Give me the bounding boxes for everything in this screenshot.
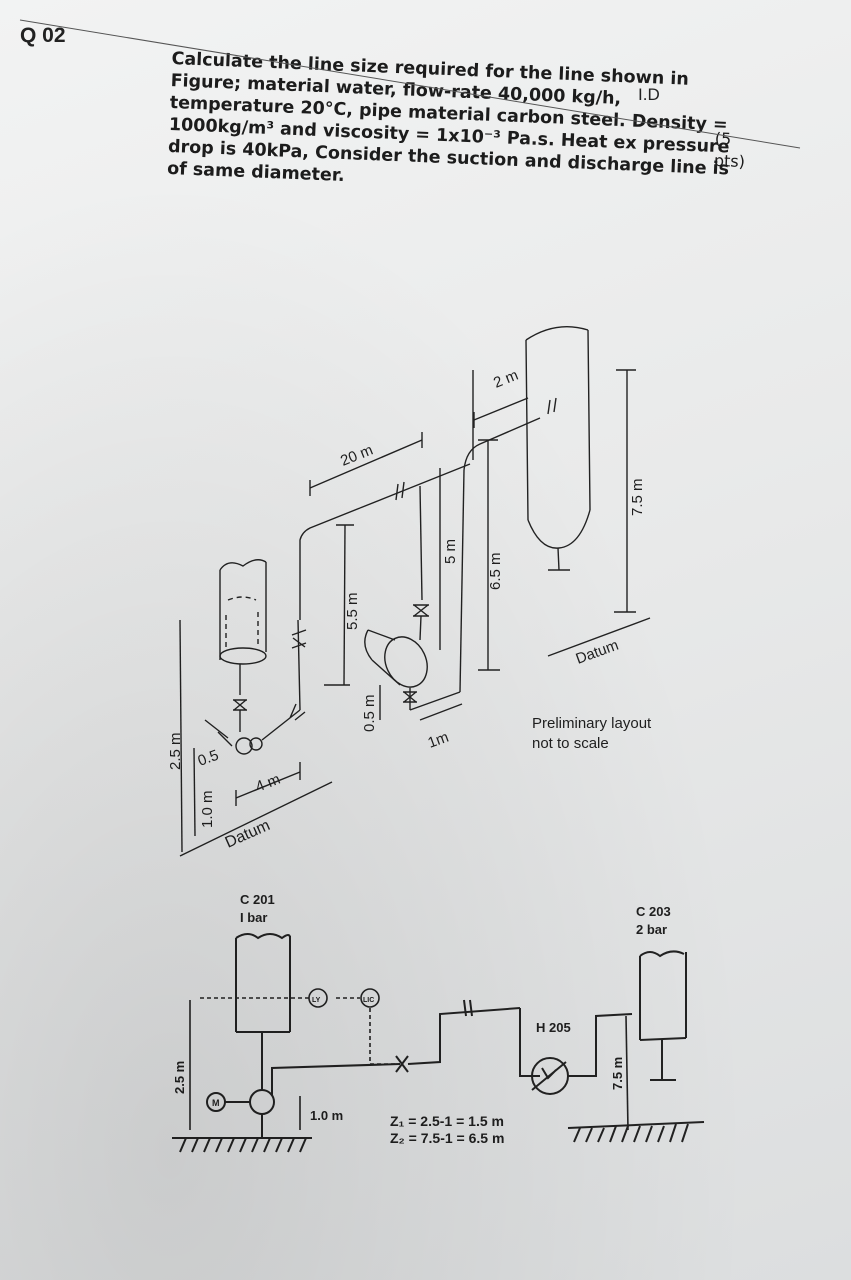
datum-left-label: Datum: [223, 817, 273, 852]
datum-right-label: Datum: [574, 637, 621, 668]
c201-pressure: I bar: [240, 910, 267, 925]
header-rule: [19, 19, 801, 149]
process-schematic: C 201 I bar C 203 2 bar H 205 2.5 m 7.5 …: [172, 892, 705, 1153]
lic-label: LIC: [363, 997, 374, 1004]
dim-1-0m: 1.0 m: [199, 790, 216, 828]
dim-4m: 4 m: [253, 771, 283, 796]
question-number: Q 02: [20, 24, 66, 47]
dim-2m: 2 m: [491, 367, 521, 392]
dim-0-5: 0.5: [196, 747, 221, 770]
layout-note-line-1: Preliminary layout: [532, 715, 652, 732]
dim-2-5m: 2.5 m: [167, 732, 184, 770]
dim-6-5m: 6.5 m: [487, 552, 504, 590]
isometric-diagram: 2.5 m 1.0 m 0.5 4 m 20 m 5.5 m 0.5 m 5 m…: [167, 325, 652, 857]
id-label: I.D: [638, 85, 660, 104]
dim-7-5m: 7.5 m: [629, 478, 646, 516]
h205-tag: H 205: [536, 1020, 571, 1035]
motor-label: M: [212, 1098, 220, 1108]
dim-0-5m: 0.5 m: [361, 694, 378, 732]
z2-equation: Z₂ = 7.5-1 = 6.5 m: [390, 1130, 504, 1146]
left-height-label: 2.5 m: [172, 1061, 187, 1094]
c203-pressure: 2 bar: [636, 922, 667, 937]
right-height-label: 7.5 m: [610, 1057, 625, 1090]
ly-label: LY: [312, 997, 321, 1004]
dim-5m: 5 m: [442, 539, 459, 564]
dim-1m: 1m: [426, 729, 451, 752]
dim-5-5m: 5.5 m: [344, 592, 361, 630]
dim-20m: 20 m: [338, 441, 375, 469]
z1-equation: Z₁ = 2.5-1 = 1.5 m: [390, 1113, 504, 1129]
pump-height-label: 1.0 m: [310, 1108, 343, 1123]
c201-tag: C 201: [240, 892, 275, 907]
c203-tag: C 203: [636, 904, 671, 919]
layout-note-line-2: not to scale: [532, 735, 609, 752]
